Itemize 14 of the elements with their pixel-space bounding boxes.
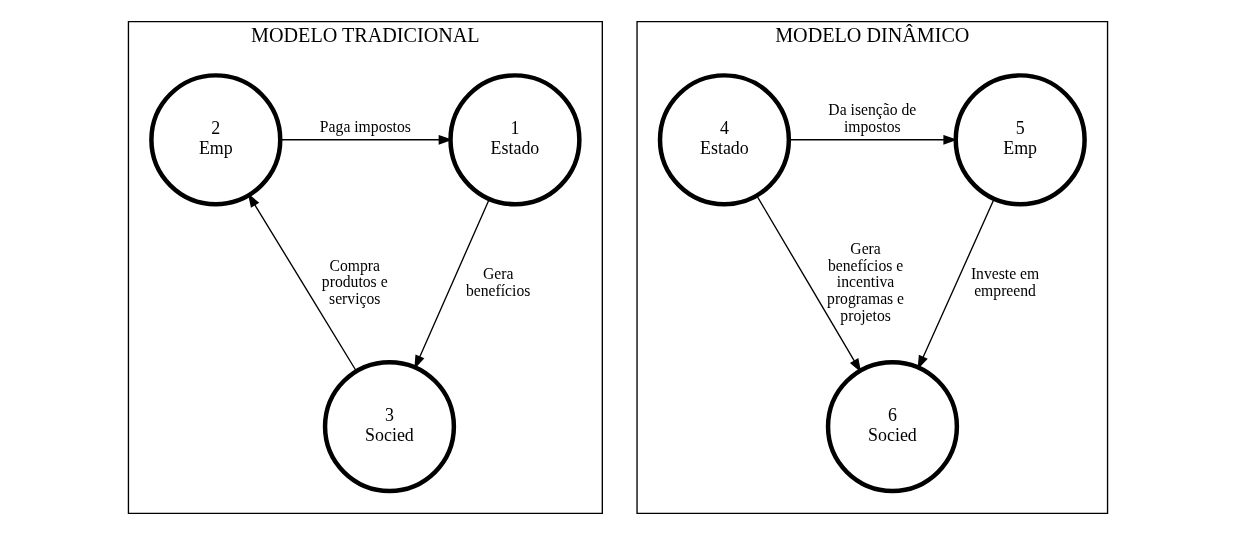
arrow [279, 134, 453, 145]
edge-label: Investe em empreend [970, 264, 1039, 299]
edge-label: Gera benefícios e incentiva programas e projetos [826, 239, 904, 324]
node-circle: 3 Socied [322, 359, 456, 494]
edge-label: Gera benefícios [465, 264, 530, 299]
edge-label: Paga impostos [319, 118, 411, 136]
arrow [755, 195, 861, 373]
arrow [917, 198, 995, 370]
node-circle: 5 Emp [953, 73, 1087, 207]
node-circle: 1 Estado [447, 73, 582, 207]
arrow [247, 193, 357, 372]
edge-label: Compra produtos e serviços [321, 256, 388, 308]
node-circle: 4 Estado [657, 73, 791, 207]
edge-label: Da isenção de impostos [827, 101, 916, 136]
